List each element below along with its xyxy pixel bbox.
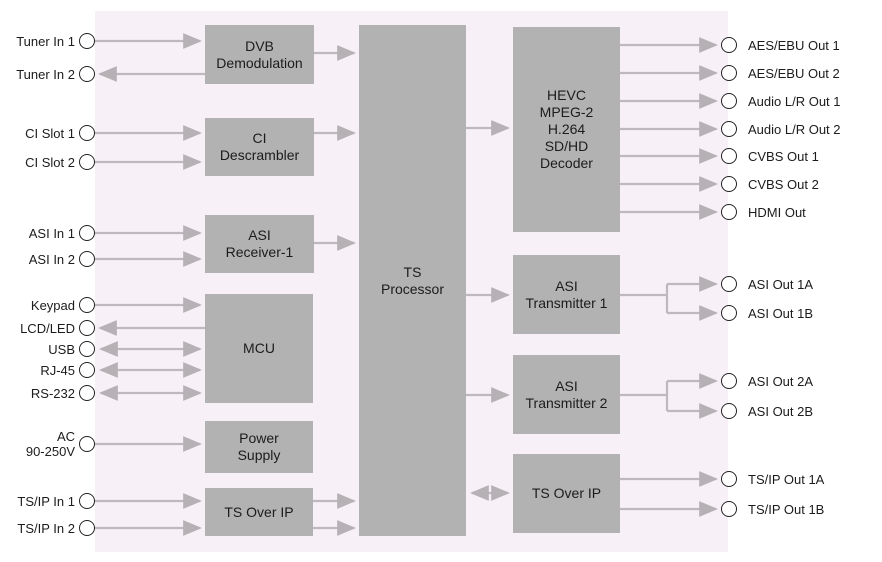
port-circle [721, 276, 737, 292]
port-label: CVBS Out 1 [748, 148, 819, 164]
port-label: RS-232 [30, 385, 75, 401]
port-label: CI Slot 2 [25, 154, 75, 170]
port-circle [721, 121, 737, 137]
port-asi-out-1b: ASI Out 1B [721, 304, 813, 322]
port-circle [721, 471, 737, 487]
port-keypad: Keypad [0, 296, 95, 314]
port-circle [79, 154, 95, 170]
port-rj-45: RJ-45 [0, 361, 95, 379]
port-circle [721, 501, 737, 517]
port-label: Tuner In 2 [16, 66, 75, 82]
port-asi-out-2a: ASI Out 2A [721, 372, 813, 390]
block-ci-descrambler: CI Descrambler [205, 118, 314, 176]
port-circle [79, 436, 95, 452]
block-asi-transmitter-2: ASI Transmitter 2 [513, 355, 620, 434]
port-label: RJ-45 [40, 362, 75, 378]
port-circle [79, 125, 95, 141]
port-label: Audio L/R Out 2 [748, 121, 841, 137]
port-audio-lr-out-1: Audio L/R Out 1 [721, 92, 841, 110]
port-lcd-led: LCD/LED [0, 319, 95, 337]
block-asi-transmitter-1: ASI Transmitter 1 [513, 255, 620, 334]
port-label: Audio L/R Out 1 [748, 93, 841, 109]
port-label: Keypad [30, 297, 75, 313]
port-label: AES/EBU Out 1 [748, 37, 840, 53]
block-asi-receiver-1: ASI Receiver-1 [205, 215, 314, 273]
port-ac-90-250v: AC 90-250V [0, 427, 95, 461]
block-ts-over-ip-left: TS Over IP [205, 488, 313, 536]
port-label: ASI Out 2B [748, 403, 814, 419]
block-power-supply: Power Supply [205, 421, 313, 473]
port-cvbs-out-2: CVBS Out 2 [721, 175, 819, 193]
port-aes-ebu-out-2: AES/EBU Out 2 [721, 64, 840, 82]
block-hevc-decoder: HEVC MPEG-2 H.264 SD/HD Decoder [513, 27, 620, 232]
block-mcu: MCU [205, 294, 313, 403]
port-circle [79, 341, 95, 357]
port-label: TS/IP Out 1B [748, 501, 825, 517]
port-circle [721, 373, 737, 389]
block-ts-processor: TS Processor [359, 25, 466, 536]
port-label: CI Slot 1 [25, 125, 75, 141]
port-circle [79, 493, 95, 509]
port-circle [79, 520, 95, 536]
port-tuner-in-1: Tuner In 1 [0, 32, 95, 50]
port-label: TS/IP In 2 [17, 520, 75, 536]
port-label: ASI In 2 [28, 251, 75, 267]
port-circle [79, 251, 95, 267]
port-asi-out-2b: ASI Out 2B [721, 402, 813, 420]
port-label: ASI Out 1A [748, 276, 814, 292]
port-asi-in-1: ASI In 1 [0, 224, 95, 242]
port-aes-ebu-out-1: AES/EBU Out 1 [721, 36, 840, 54]
port-ci-slot-2: CI Slot 2 [0, 153, 95, 171]
port-circle [721, 176, 737, 192]
port-circle [79, 33, 95, 49]
port-label: HDMI Out [748, 204, 806, 220]
port-ts-ip-in-2: TS/IP In 2 [0, 519, 95, 537]
port-circle [721, 37, 737, 53]
port-rs-232: RS-232 [0, 384, 95, 402]
port-circle [721, 148, 737, 164]
port-label: AES/EBU Out 2 [748, 65, 840, 81]
block-ts-over-ip-right: TS Over IP [513, 454, 620, 533]
block-dvb-demodulation: DVB Demodulation [205, 25, 314, 84]
port-circle [721, 93, 737, 109]
port-ts-ip-in-1: TS/IP In 1 [0, 492, 95, 510]
port-circle [79, 225, 95, 241]
port-cvbs-out-1: CVBS Out 1 [721, 147, 819, 165]
port-circle [721, 65, 737, 81]
port-circle [721, 305, 737, 321]
port-circle [721, 403, 737, 419]
port-label: ASI Out 1B [748, 305, 814, 321]
port-tuner-in-2: Tuner In 2 [0, 65, 95, 83]
port-label: TS/IP In 1 [17, 493, 75, 509]
port-label: ASI Out 2A [748, 373, 814, 389]
port-circle [79, 362, 95, 378]
port-label: ASI In 1 [28, 225, 75, 241]
port-label: AC 90-250V [25, 429, 75, 459]
port-ts-ip-out-1a: TS/IP Out 1A [721, 470, 824, 488]
port-label: LCD/LED [20, 320, 75, 336]
port-circle [79, 66, 95, 82]
port-asi-out-1a: ASI Out 1A [721, 275, 813, 293]
port-asi-in-2: ASI In 2 [0, 250, 95, 268]
port-ci-slot-1: CI Slot 1 [0, 124, 95, 142]
port-label: CVBS Out 2 [748, 176, 819, 192]
port-hdmi-out: HDMI Out [721, 203, 806, 221]
port-audio-lr-out-2: Audio L/R Out 2 [721, 120, 841, 138]
port-label: Tuner In 1 [16, 33, 75, 49]
port-usb: USB [0, 340, 95, 358]
port-circle [79, 320, 95, 336]
port-circle [79, 297, 95, 313]
port-label: USB [48, 341, 75, 357]
port-circle [79, 385, 95, 401]
port-circle [721, 204, 737, 220]
port-label: TS/IP Out 1A [748, 471, 825, 487]
port-ts-ip-out-1b: TS/IP Out 1B [721, 500, 824, 518]
